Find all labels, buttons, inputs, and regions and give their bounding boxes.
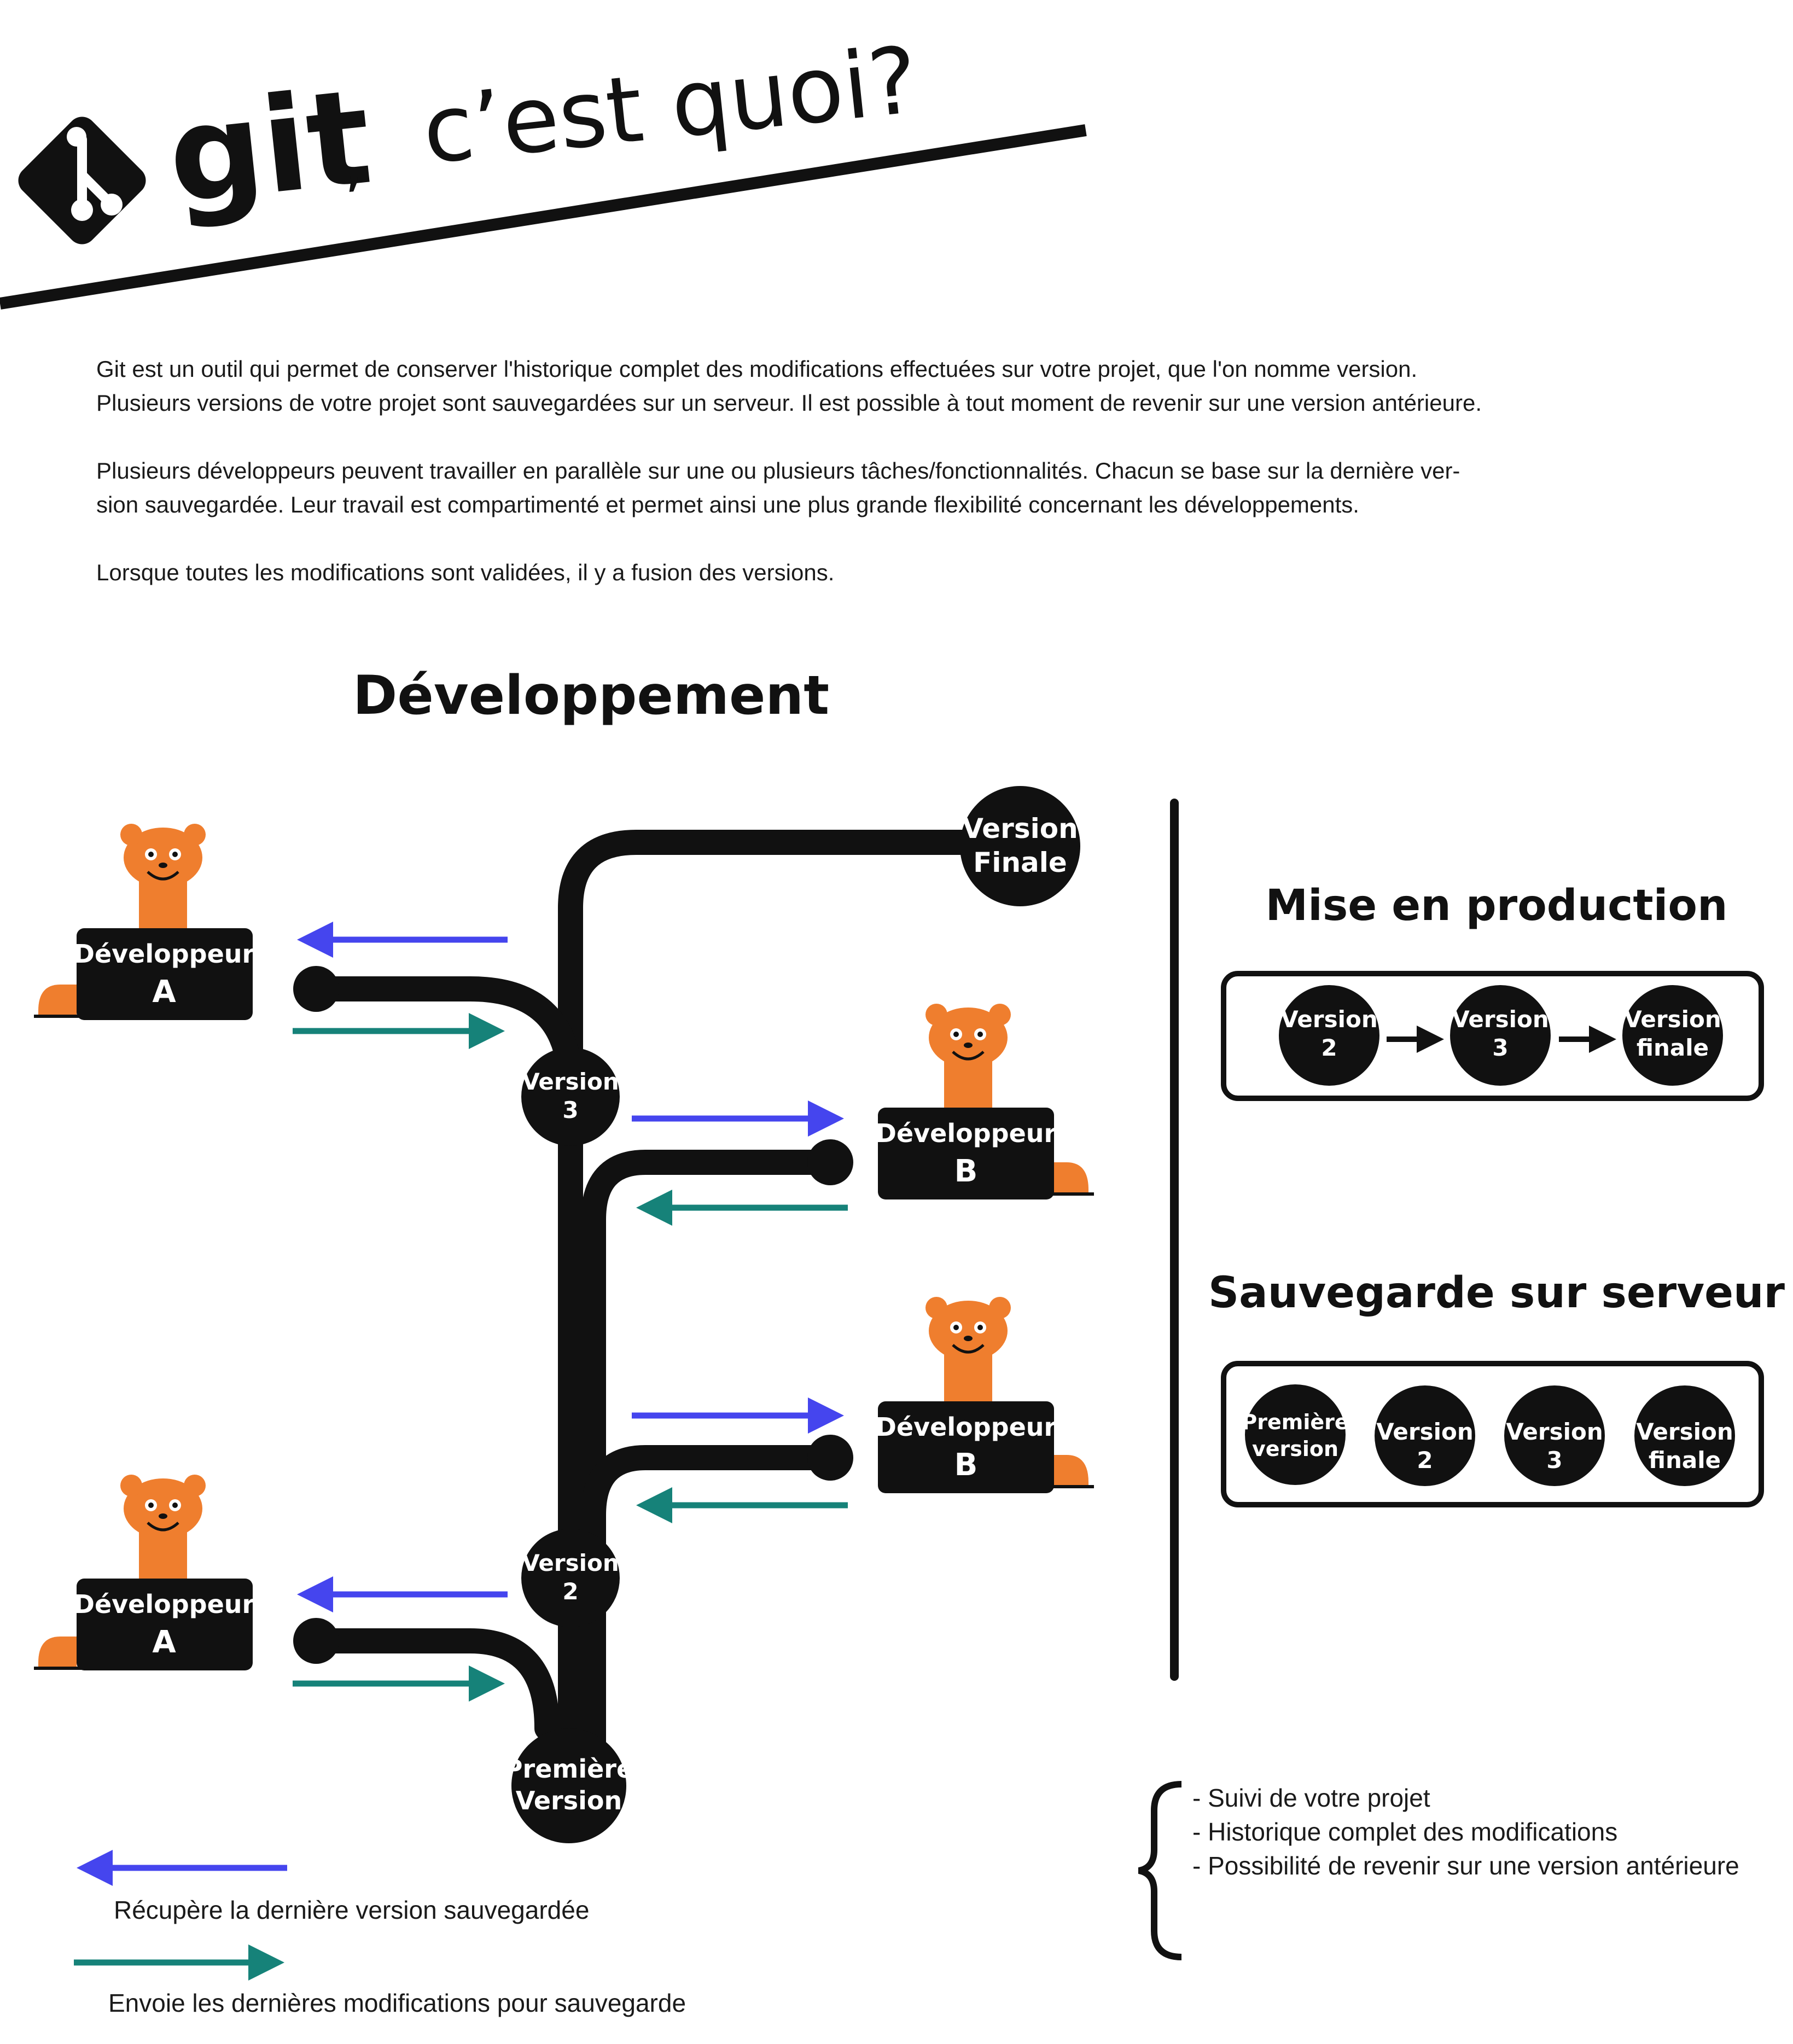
developer-a-top: Développeur A	[34, 824, 255, 1020]
svg-text:Première: Première	[1242, 1410, 1348, 1434]
otter-paw-icon	[38, 985, 77, 1016]
server-heading: Sauvegarde sur serveur	[1208, 1268, 1785, 1318]
svg-text:B: B	[954, 1447, 978, 1483]
otter-mascot-icon	[925, 1297, 1011, 1407]
title-subtitle: c’est quoi?	[418, 26, 923, 185]
svg-text:3: 3	[1492, 1034, 1508, 1061]
branch-dev-a-bottom	[299, 1628, 560, 1741]
svg-text:finale: finale	[1649, 1447, 1721, 1474]
fetch-arrows	[77, 922, 844, 1886]
branch-start-dev-a-top	[293, 966, 339, 1012]
server-box	[1221, 1361, 1764, 1507]
svg-text:Version: Version	[1452, 1006, 1549, 1033]
server-node-v2: Version 2	[1375, 1385, 1475, 1486]
curly-brace-icon	[1138, 1781, 1182, 1960]
svg-text:Développeur: Développeur	[74, 1589, 255, 1619]
otter-mascot-icon	[120, 1475, 206, 1585]
developer-a-bottom: Développeur A	[34, 1475, 255, 1670]
svg-text:Développeur: Développeur	[74, 939, 255, 969]
server-node-final: Version finale	[1634, 1385, 1735, 1486]
svg-text:Version: Version	[1376, 1418, 1474, 1445]
node-version-2: Version 2	[521, 1529, 620, 1627]
otter-mascot-icon	[120, 824, 206, 934]
svg-text:Version: Version	[1280, 1006, 1378, 1033]
node-first-version: Première Version	[504, 1728, 633, 1843]
otter-paw-icon	[1050, 1162, 1088, 1194]
svg-text:Version: Version	[516, 1786, 622, 1815]
node-version-3: Version 3	[521, 1047, 620, 1146]
svg-text:Développeur: Développeur	[876, 1119, 1057, 1148]
production-node-final: Version finale	[1622, 985, 1723, 1086]
branch-dev-b-upper	[581, 1150, 839, 1582]
benefit-item: - Suivi de votre projet	[1192, 1784, 1430, 1812]
intro-paragraph: Plusieurs développeurs peuvent travaille…	[96, 458, 1460, 517]
svg-text:Version: Version	[962, 813, 1078, 845]
production-node-v3: Version 3	[1450, 985, 1551, 1086]
intro-paragraph: Lorsque toutes les modifications sont va…	[96, 560, 835, 585]
branch-dev-b-lower	[581, 1445, 839, 1779]
developer-b-lower: Développeur B	[876, 1297, 1094, 1493]
svg-text:Version: Version	[522, 1068, 619, 1095]
branch-lines	[299, 830, 1030, 1798]
svg-text:Version: Version	[1506, 1418, 1603, 1445]
main-trunk	[558, 830, 1030, 1798]
benefit-item: - Possibilité de revenir sur une version…	[1192, 1851, 1739, 1880]
legend-push-text: Envoie les dernières modifications pour …	[108, 1989, 686, 2017]
otter-paw-icon	[1050, 1455, 1088, 1487]
title-underline	[0, 124, 1087, 310]
production-heading: Mise en production	[1265, 881, 1727, 930]
svg-text:finale: finale	[1637, 1034, 1709, 1061]
branch-start-dev-a-bottom	[293, 1618, 339, 1664]
svg-text:2: 2	[562, 1578, 578, 1605]
svg-text:Finale: Finale	[973, 847, 1067, 878]
intro-paragraph: Git est un outil qui permet de conserver…	[96, 356, 1482, 416]
svg-text:A: A	[152, 974, 176, 1010]
svg-text:B: B	[954, 1154, 978, 1189]
svg-text:Version: Version	[1624, 1006, 1721, 1033]
svg-text:A: A	[152, 1624, 176, 1660]
svg-text:Première: Première	[504, 1754, 633, 1784]
development-heading: Développement	[353, 665, 829, 727]
otter-paw-icon	[38, 1637, 77, 1668]
git-logo-icon	[18, 117, 146, 244]
node-version-finale: Version Finale	[960, 786, 1080, 906]
svg-text:Version: Version	[1636, 1418, 1733, 1445]
server-node-first: Première version	[1242, 1384, 1349, 1485]
logo-word: git	[161, 60, 378, 234]
svg-text:3: 3	[1546, 1447, 1562, 1474]
developer-b-upper: Développeur B	[876, 1004, 1094, 1199]
svg-text:2: 2	[1321, 1034, 1337, 1061]
production-node-v2: Version 2	[1279, 985, 1379, 1086]
branch-start-dev-b-lower	[807, 1435, 853, 1481]
svg-text:version: version	[1252, 1437, 1338, 1461]
server-node-v3: Version 3	[1504, 1385, 1605, 1486]
production-box	[1221, 971, 1764, 1101]
svg-text:Version: Version	[522, 1550, 619, 1576]
svg-text:2: 2	[1417, 1447, 1433, 1474]
svg-text:Développeur: Développeur	[876, 1412, 1057, 1442]
intro-text: Git est un outil qui permet de conserver…	[96, 352, 1737, 624]
push-arrows	[74, 1013, 848, 1981]
branch-start-dev-b-upper	[807, 1139, 853, 1185]
otter-mascot-icon	[925, 1004, 1011, 1114]
legend-fetch-text: Récupère la dernière version sauvegardée	[114, 1896, 589, 1924]
benefit-item: - Historique complet des modifications	[1192, 1818, 1617, 1846]
svg-text:3: 3	[562, 1097, 578, 1123]
